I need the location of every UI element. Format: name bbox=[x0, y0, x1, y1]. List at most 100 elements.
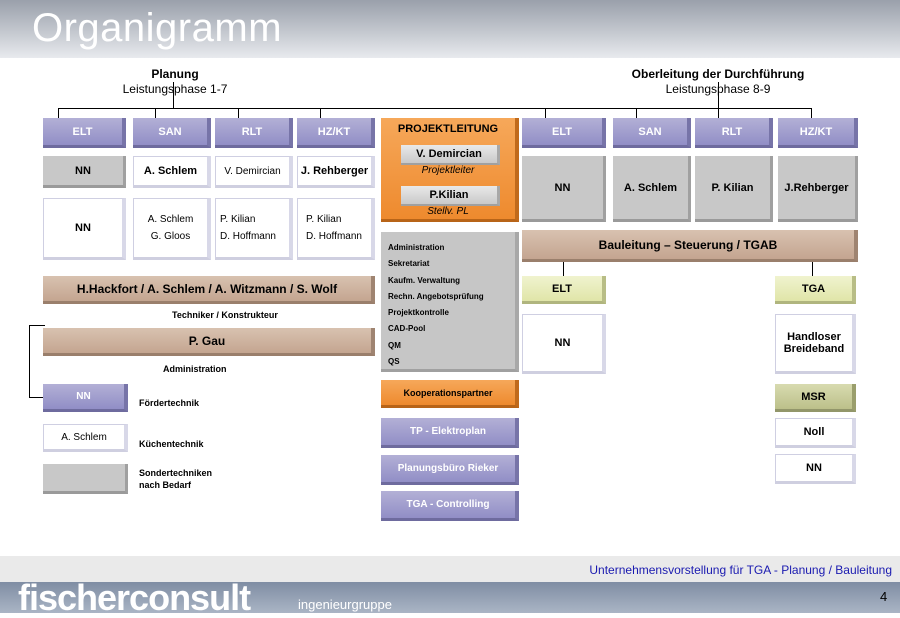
member-name: P. Kilian bbox=[306, 214, 342, 225]
company-logo: fischerconsult bbox=[18, 577, 251, 618]
connector-branch bbox=[29, 397, 45, 398]
right-san-lead: A. Schlem bbox=[613, 156, 691, 222]
connector-drop bbox=[636, 108, 637, 118]
bottom-bar bbox=[0, 582, 900, 613]
member-name: Breideband bbox=[783, 343, 845, 355]
list-item: Administration bbox=[388, 243, 445, 252]
center-list: Administration Sekretariat Kaufm. Verwal… bbox=[388, 240, 484, 370]
list-item: CAD-Pool bbox=[388, 324, 426, 334]
top-connector bbox=[58, 108, 812, 109]
left-hzkt-members: P. Kilian D. Hoffmann bbox=[297, 198, 375, 260]
page-title: Organigramm bbox=[32, 6, 283, 50]
planning-connector bbox=[173, 82, 174, 108]
partner-controlling: TGA - Controlling bbox=[381, 491, 519, 521]
planning-header: Planung Leistungsphase 1-7 bbox=[95, 67, 255, 97]
oberleitung-title: Oberleitung der Durchführung bbox=[631, 67, 805, 81]
partner-elektroplan: TP - Elektroplan bbox=[381, 418, 519, 448]
lead-name: J. Rehberger bbox=[300, 165, 369, 177]
lead-name: A. Schlem bbox=[143, 165, 198, 177]
oberleitung-connector bbox=[718, 82, 719, 108]
msr-member-nn: NN bbox=[775, 454, 856, 484]
member-name: G. Gloos bbox=[150, 231, 191, 242]
right-hzkt-lead: J.Rehberger bbox=[778, 156, 858, 222]
connector-drop bbox=[718, 108, 719, 118]
projektleiter-name: V. Demircian bbox=[401, 145, 500, 165]
left-vertical-connector bbox=[29, 325, 30, 397]
connector-branch bbox=[29, 325, 45, 326]
connector-drop bbox=[58, 108, 59, 118]
member-name: D. Hoffmann bbox=[220, 231, 276, 242]
list-item: Kaufm. Verwaltung bbox=[388, 275, 461, 285]
oberleitung-header: Oberleitung der Durchführung Leistungsph… bbox=[598, 67, 838, 97]
foerdertechnik-box: NN bbox=[43, 384, 128, 412]
right-rlt-lead: P. Kilian bbox=[695, 156, 773, 222]
member-name: Handloser bbox=[787, 331, 841, 343]
member-name: Noll bbox=[803, 426, 825, 438]
left-elt-lead: NN bbox=[43, 156, 126, 188]
left-elt-head: ELT bbox=[43, 118, 126, 148]
stellv-role: Stellv. PL bbox=[427, 206, 469, 217]
left-san-head: SAN bbox=[133, 118, 211, 148]
right-elt-lead: NN bbox=[522, 156, 606, 222]
right-san-head: SAN bbox=[613, 118, 691, 148]
list-item: Rechn. Angebotsprüfung bbox=[388, 291, 484, 301]
page-number: 4 bbox=[880, 589, 888, 604]
left-san-lead: A. Schlem bbox=[133, 156, 211, 188]
msr-member-noll: Noll bbox=[775, 418, 856, 448]
techniker-label: Techniker / Konstrukteur bbox=[172, 310, 278, 320]
tga-members: Handloser Breideband bbox=[775, 314, 856, 374]
projektleitung-box: PROJEKTLEITUNG V. Demircian Projektleite… bbox=[381, 118, 519, 222]
box-name: A. Schlem bbox=[61, 431, 107, 443]
lead-name: V. Demircian bbox=[224, 165, 281, 177]
partner-rieker: Planungsbüro Rieker bbox=[381, 455, 519, 485]
connector-drop bbox=[563, 262, 564, 276]
projektleiter-role: Projektleiter bbox=[421, 165, 475, 176]
left-rlt-lead: V. Demircian bbox=[215, 156, 293, 188]
kuechentechnik-label: Küchentechnik bbox=[139, 439, 204, 449]
sondertechniken-box bbox=[43, 464, 128, 494]
left-rlt-members: P. Kilian D. Hoffmann bbox=[215, 198, 293, 260]
right-elt-head: ELT bbox=[522, 118, 606, 148]
msr-head: MSR bbox=[775, 384, 856, 412]
right-elt-subhead: ELT bbox=[522, 276, 606, 304]
kuechentechnik-box: A. Schlem bbox=[43, 424, 128, 452]
company-logo-sub: ingenieurgruppe bbox=[298, 597, 392, 612]
connector-drop bbox=[545, 108, 546, 118]
member-name: NN bbox=[806, 462, 822, 474]
kooperation-box: Kooperationspartner bbox=[381, 380, 519, 408]
admin-bar: P. Gau bbox=[43, 328, 375, 356]
connector-drop bbox=[238, 108, 239, 118]
member-name: NN bbox=[75, 222, 91, 234]
admin-label: Administration bbox=[163, 364, 227, 374]
member-name: A. Schlem bbox=[147, 214, 194, 225]
planning-subtitle: Leistungsphase 1-7 bbox=[122, 82, 228, 96]
connector-drop bbox=[320, 108, 321, 118]
foerdertechnik-label: Fördertechnik bbox=[139, 398, 200, 408]
left-hzkt-lead: J. Rehberger bbox=[297, 156, 375, 188]
list-item: Sekretariat bbox=[388, 259, 430, 269]
left-rlt-head: RLT bbox=[215, 118, 293, 148]
techniker-bar: H.Hackfort / A. Schlem / A. Witzmann / S… bbox=[43, 276, 375, 304]
connector-drop bbox=[155, 108, 156, 118]
right-rlt-head: RLT bbox=[695, 118, 773, 148]
sondertechniken-label: Sondertechniken nach Bedarf bbox=[139, 468, 213, 490]
left-elt-members: NN bbox=[43, 198, 126, 260]
tga-head: TGA bbox=[775, 276, 856, 304]
list-item: QS bbox=[388, 357, 400, 367]
member-name: NN bbox=[554, 337, 571, 349]
right-elt-member: NN bbox=[522, 314, 606, 374]
center-list-box: Administration Sekretariat Kaufm. Verwal… bbox=[381, 232, 519, 372]
stellv-name: P.Kilian bbox=[401, 186, 500, 206]
right-hzkt-head: HZ/KT bbox=[778, 118, 858, 148]
left-san-members: A. Schlem G. Gloos bbox=[133, 198, 211, 260]
list-item: QM bbox=[388, 340, 401, 350]
list-item: Projektkontrolle bbox=[388, 308, 449, 318]
connector-drop bbox=[812, 262, 813, 276]
bauleitung-bar: Bauleitung – Steuerung / TGAB bbox=[522, 230, 858, 262]
footer-text: Unternehmensvorstellung für TGA - Planun… bbox=[589, 563, 892, 577]
member-name: P. Kilian bbox=[220, 214, 256, 225]
planning-title: Planung bbox=[151, 67, 199, 81]
title-banner bbox=[0, 0, 900, 58]
connector-drop bbox=[811, 108, 812, 118]
member-name: D. Hoffmann bbox=[306, 231, 362, 242]
